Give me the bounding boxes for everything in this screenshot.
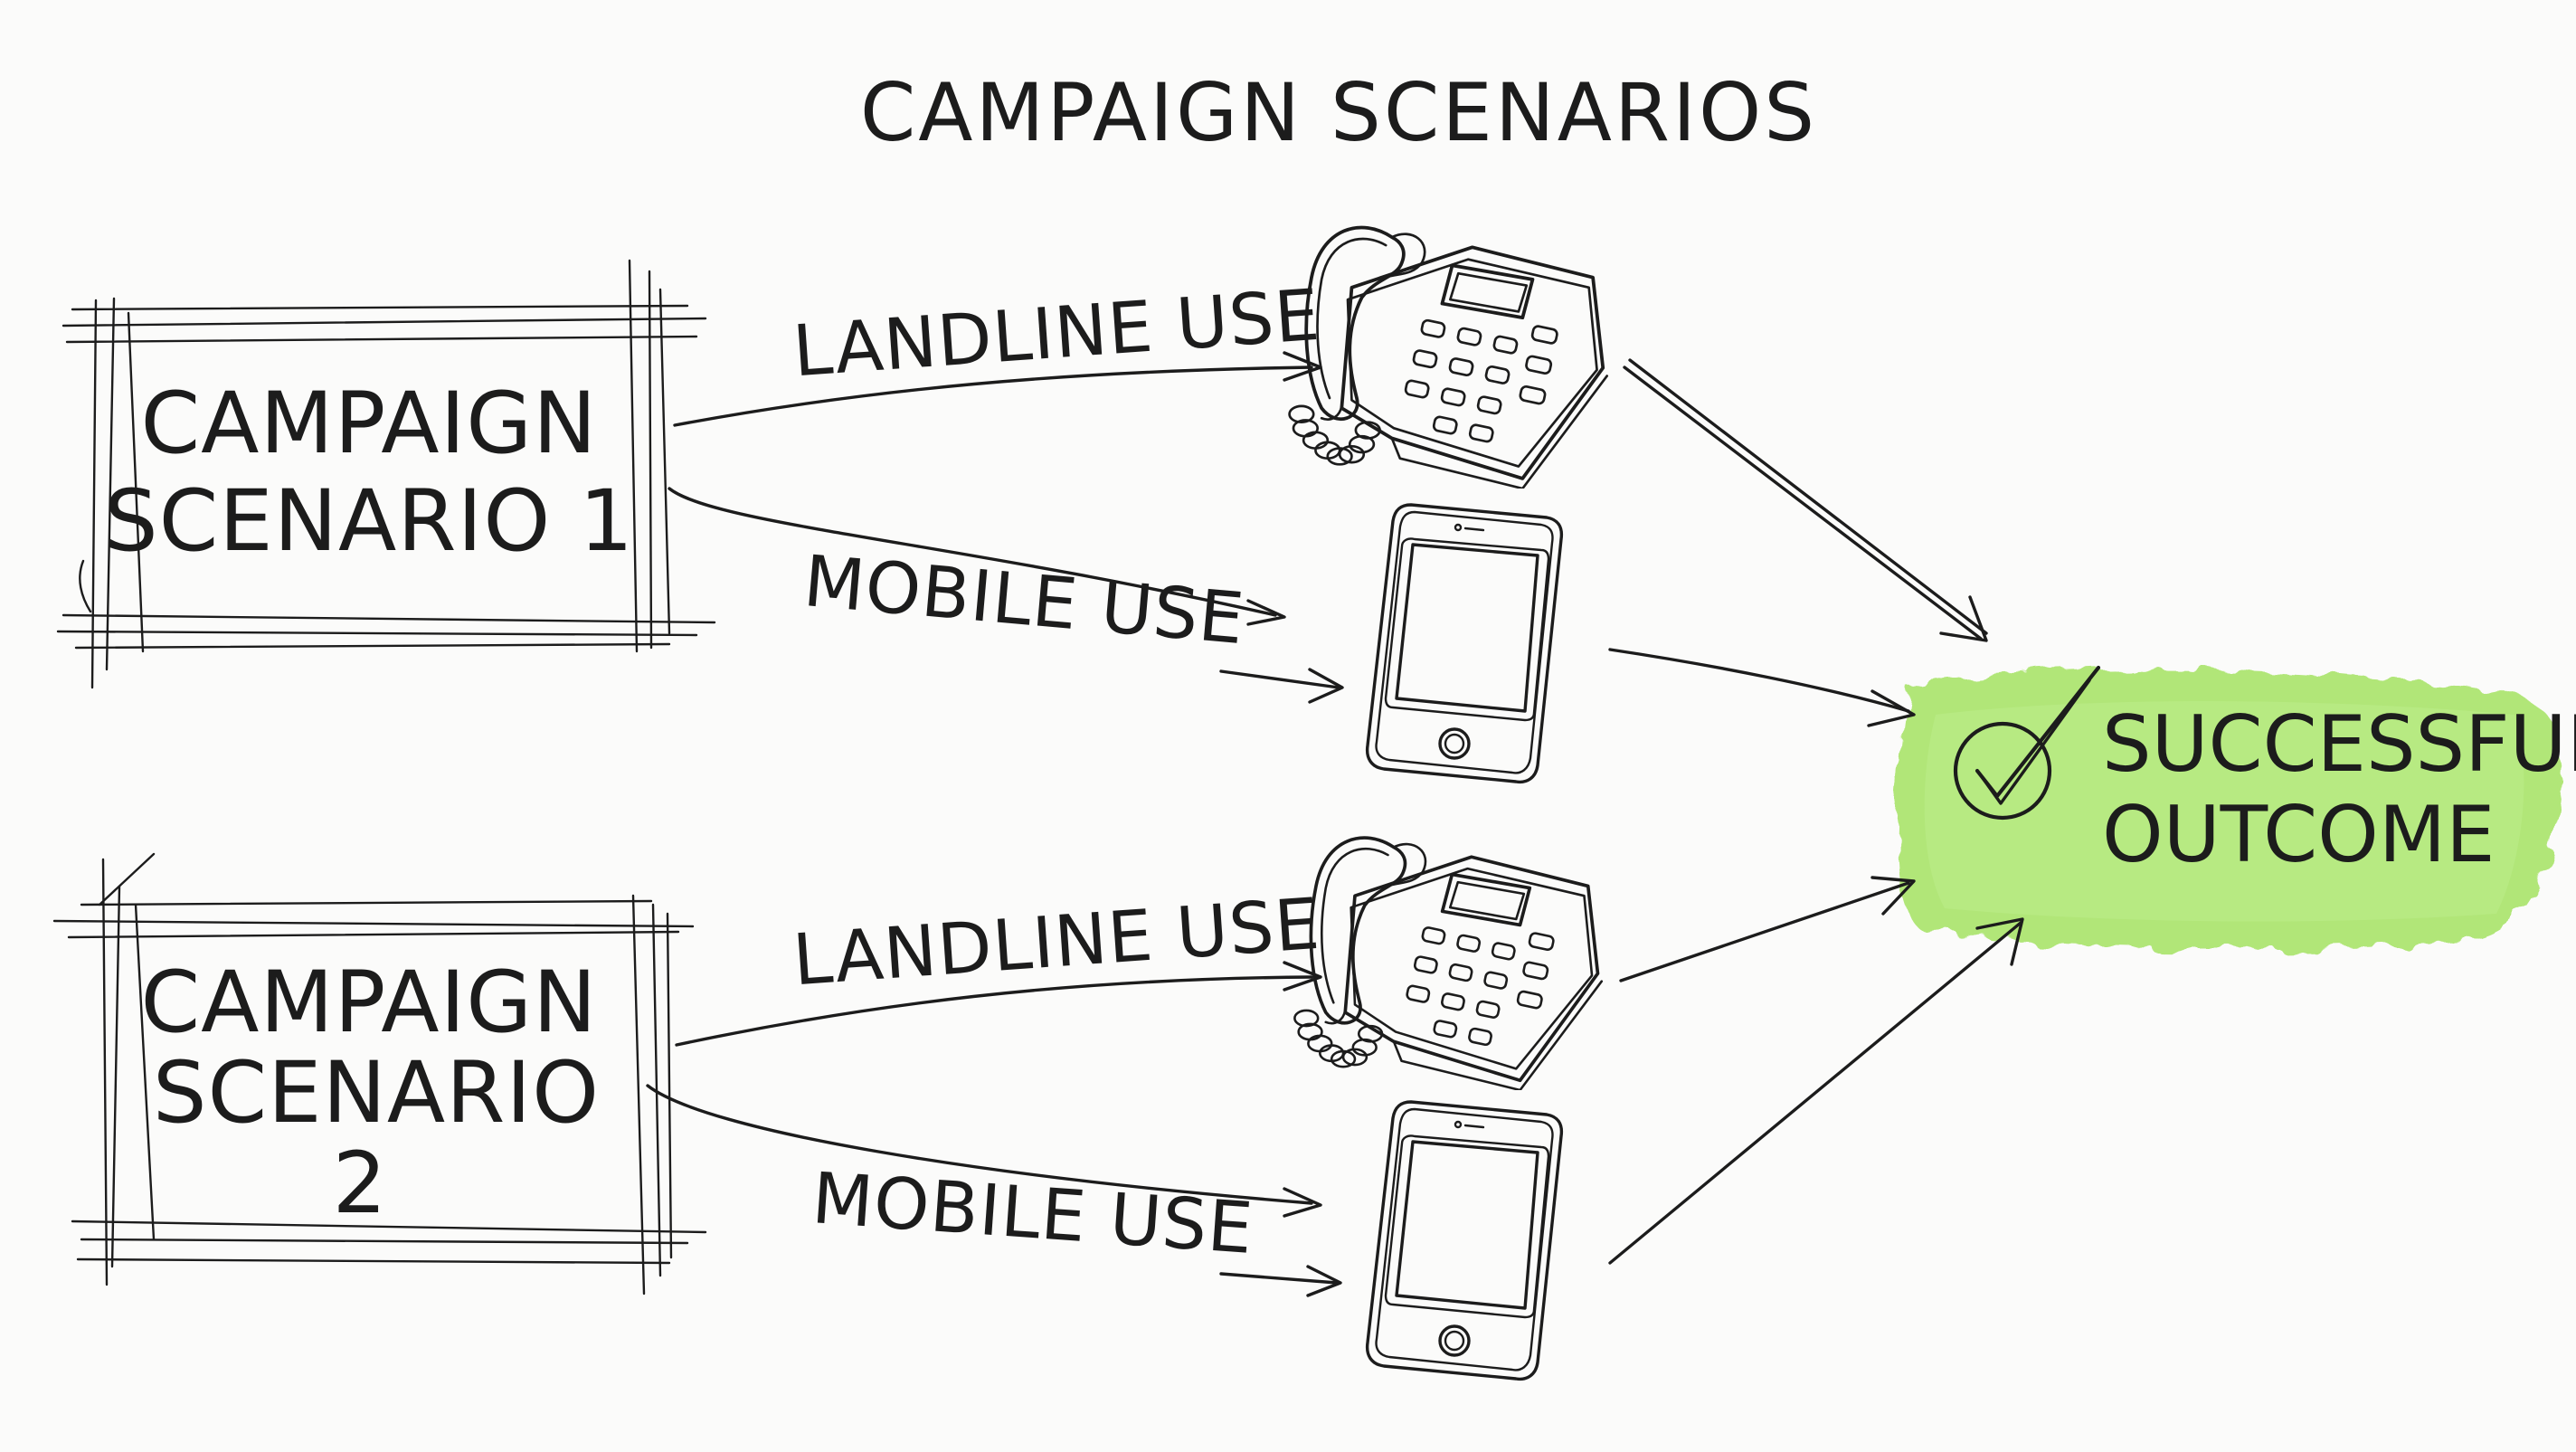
- checkmark-circle-icon: [1953, 665, 2101, 821]
- diagram-title: CAMPAIGN SCENARIOS: [860, 66, 1817, 159]
- scenario-2-mobile-label: MOBILE USE: [810, 1158, 1256, 1270]
- scenario-1-arrows: [668, 351, 1344, 704]
- landline-phone-icon: [1293, 836, 1604, 1090]
- scenario-1-mobile-label: MOBILE USE: [800, 541, 1248, 660]
- mobile-phone-icon: [1365, 503, 1564, 784]
- scenario-1-line-1: CAMPAIGN: [141, 375, 598, 473]
- outcome-arrows: [1608, 358, 2024, 1265]
- outcome-line-1: SUCCESSFUL: [2102, 699, 2576, 790]
- scenario-2-line-2: SCENARIO: [153, 1044, 600, 1143]
- mobile-phone-icon: [1365, 1100, 1564, 1381]
- scenario-2-line-1: CAMPAIGN: [141, 954, 598, 1052]
- scenario-1-line-2: SCENARIO 1: [104, 472, 634, 571]
- outcome-highlight: [1893, 668, 2562, 949]
- scenario-2-landline-label: LANDLINE USE: [791, 884, 1323, 1002]
- scenario-2-box: CAMPAIGN SCENARIO 2: [52, 852, 707, 1295]
- outcome-line-2: OUTCOME: [2102, 790, 2495, 880]
- landline-phone-icon: [1287, 225, 1609, 489]
- scenario-2-arrows: [646, 961, 1342, 1297]
- scenario-2-line-3: 2: [333, 1134, 388, 1233]
- scenario-1-landline-label: LANDLINE USE: [791, 275, 1323, 394]
- scenario-1-box: CAMPAIGN SCENARIO 1: [56, 259, 716, 689]
